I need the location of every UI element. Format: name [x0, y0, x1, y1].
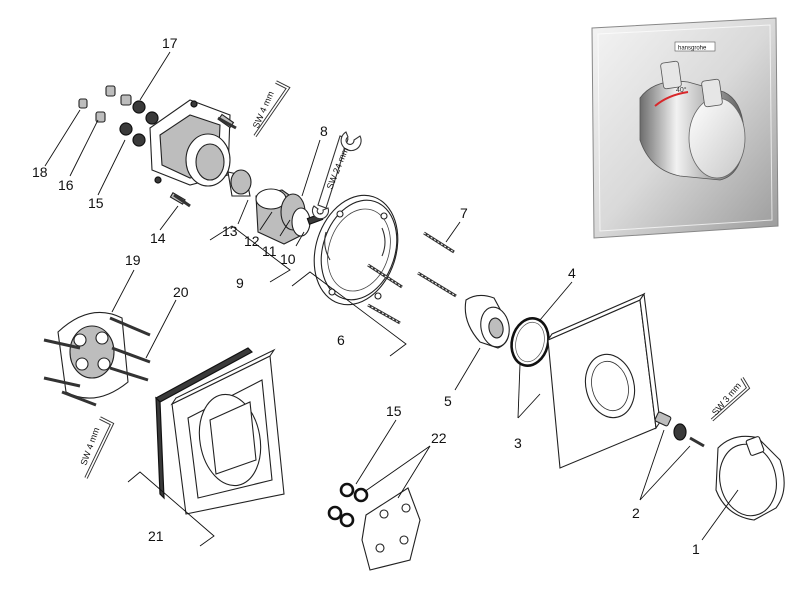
part-label-13: 13: [222, 223, 238, 239]
part-label-5: 5: [444, 393, 452, 409]
part-label-10: 10: [280, 251, 296, 267]
part-label-1: 1: [692, 541, 700, 557]
part-label-3: 3: [514, 435, 522, 451]
part-labels: 17 18 16 15 14 8 13 12 11 10 9 6 7 4 5 3…: [32, 35, 700, 557]
part-label-14: 14: [150, 230, 166, 246]
o-rings-bottom: [327, 482, 369, 528]
part-label-20: 20: [173, 284, 189, 300]
part-label-12: 12: [244, 233, 260, 249]
part-label-15-bottom: 15: [386, 403, 402, 419]
part-label-22: 22: [431, 430, 447, 446]
part-label-11: 11: [262, 243, 277, 259]
tool-label-sw4-left: SW 4 mm: [78, 426, 101, 467]
brand-label: hansgrohe: [678, 46, 707, 52]
part-label-9: 9: [236, 275, 244, 291]
thermostatic-cartridge: [230, 169, 324, 245]
part-label-7: 7: [460, 205, 468, 221]
temperature-stop-button: [660, 60, 682, 90]
part-label-18: 18: [32, 164, 48, 180]
part-label-6: 6: [337, 332, 345, 348]
o-rings-and-plugs-top: [78, 85, 159, 147]
part-label-2: 2: [632, 505, 640, 521]
flange-plate: [361, 487, 421, 571]
brand-label-box: [674, 41, 716, 52]
part-label-4: 4: [568, 265, 576, 281]
product-photo: hansgrohe 40°: [591, 17, 779, 239]
wrench-sw24: [311, 131, 362, 220]
allen-key-sw4-top: [253, 80, 291, 137]
knob-cap-photo: [688, 97, 746, 179]
square-cover-plate: [546, 292, 661, 469]
long-screws: [367, 231, 457, 325]
part-label-15-top: 15: [88, 195, 104, 211]
part-label-16: 16: [58, 177, 74, 193]
sleeve: [464, 294, 510, 349]
screw-top: [217, 116, 237, 130]
o-ring-4: [510, 317, 550, 367]
leader-lines: [44, 51, 739, 547]
part-label-8: 8: [320, 123, 328, 139]
screw-14: [173, 193, 191, 208]
part-label-19: 19: [125, 252, 141, 268]
part-label-21: 21: [148, 528, 164, 544]
tool-label-sw24: SW 24 mm: [325, 146, 351, 191]
part-label-17: 17: [162, 35, 178, 51]
allen-key-sw3: [710, 377, 751, 422]
test-plug-assembly: [43, 311, 151, 407]
allen-key-sw4-left: [84, 416, 115, 479]
handle-knob: [715, 435, 785, 521]
dial-marking: 40°: [676, 86, 687, 94]
round-plate: [313, 194, 399, 306]
stop-insert: [654, 411, 705, 448]
finishing-box: [155, 347, 285, 515]
